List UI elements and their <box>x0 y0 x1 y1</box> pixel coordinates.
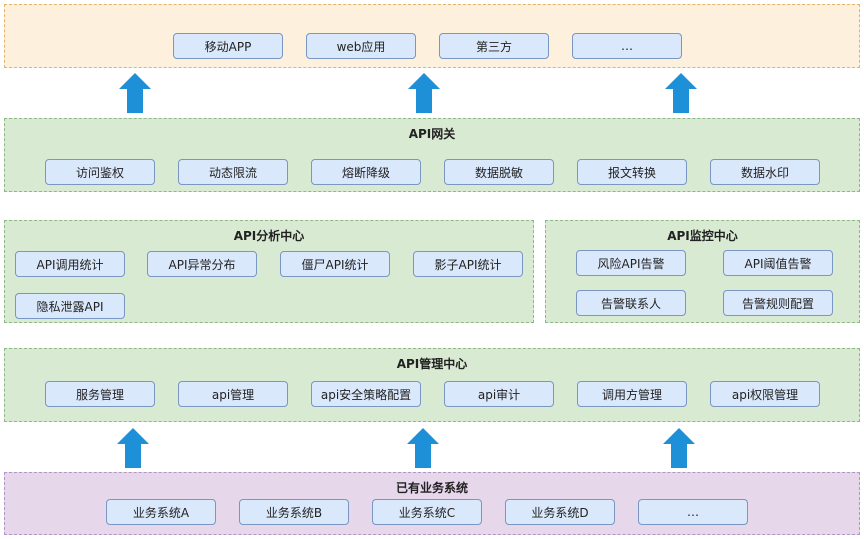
arrow-up-icon <box>665 73 697 113</box>
client-third-party: 第三方 <box>439 33 549 59</box>
api-gateway-layer: API网关 访问鉴权 动态限流 熔断降级 数据脱敏 报文转换 数据水印 <box>4 118 860 192</box>
client-web-app: web应用 <box>306 33 416 59</box>
clients-layer: 移动APP web应用 第三方 … <box>4 4 860 68</box>
management-caller: 调用方管理 <box>577 381 687 407</box>
monitor-alert-contacts: 告警联系人 <box>576 290 686 316</box>
management-audit: api审计 <box>444 381 554 407</box>
analysis-shadow-api: 影子API统计 <box>413 251 523 277</box>
gateway-data-watermark: 数据水印 <box>710 159 820 185</box>
arrow-up-icon <box>117 428 149 468</box>
gateway-data-masking: 数据脱敏 <box>444 159 554 185</box>
api-analysis-layer: API分析中心 API调用统计 API异常分布 僵尸API统计 影子API统计 … <box>4 220 534 323</box>
monitor-threshold-alert: API阈值告警 <box>723 250 833 276</box>
system-more: … <box>638 499 748 525</box>
arrow-up-icon <box>119 73 151 113</box>
api-gateway-title: API网关 <box>408 127 456 141</box>
analysis-zombie-api: 僵尸API统计 <box>280 251 390 277</box>
system-d: 业务系统D <box>505 499 615 525</box>
business-systems-title: 已有业务系统 <box>395 481 468 495</box>
system-c: 业务系统C <box>372 499 482 525</box>
management-api: api管理 <box>178 381 288 407</box>
client-more: … <box>572 33 682 59</box>
api-monitor-title: API监控中心 <box>667 229 738 243</box>
api-management-layer: API管理中心 服务管理 api管理 api安全策略配置 api审计 调用方管理… <box>4 348 860 422</box>
api-monitor-layer: API监控中心 风险API告警 API阈值告警 告警联系人 告警规则配置 <box>545 220 860 323</box>
monitor-alert-rules: 告警规则配置 <box>723 290 833 316</box>
gateway-access-auth: 访问鉴权 <box>45 159 155 185</box>
management-security-policy: api安全策略配置 <box>311 381 421 407</box>
analysis-call-stats: API调用统计 <box>15 251 125 277</box>
arrow-up-icon <box>407 428 439 468</box>
gateway-message-transform: 报文转换 <box>577 159 687 185</box>
api-management-title: API管理中心 <box>396 357 468 371</box>
management-service: 服务管理 <box>45 381 155 407</box>
analysis-exception-dist: API异常分布 <box>147 251 257 277</box>
arrow-up-icon <box>663 428 695 468</box>
system-b: 业务系统B <box>239 499 349 525</box>
management-permission: api权限管理 <box>710 381 820 407</box>
client-mobile-app: 移动APP <box>173 33 283 59</box>
analysis-privacy-leak: 隐私泄露API <box>15 293 125 319</box>
gateway-circuit-breaker: 熔断降级 <box>311 159 421 185</box>
monitor-risk-alert: 风险API告警 <box>576 250 686 276</box>
business-systems-layer: 已有业务系统 业务系统A 业务系统B 业务系统C 业务系统D … <box>4 472 860 535</box>
arrow-up-icon <box>408 73 440 113</box>
api-analysis-title: API分析中心 <box>233 229 305 243</box>
system-a: 业务系统A <box>106 499 216 525</box>
gateway-rate-limit: 动态限流 <box>178 159 288 185</box>
